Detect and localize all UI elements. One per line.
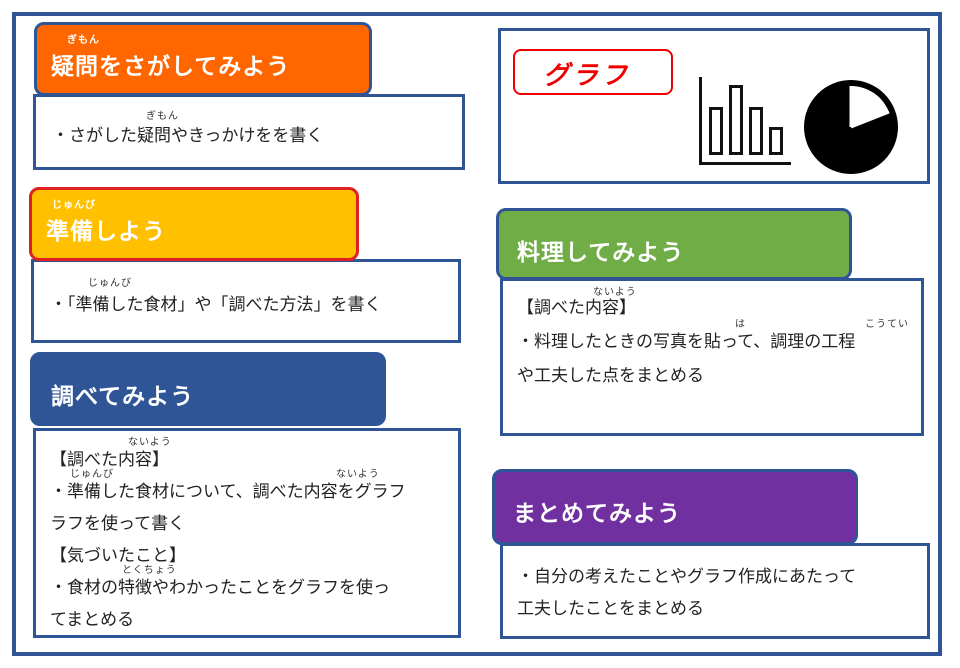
shirabe-body-box: ないよう 【調べた内容】 じゅんび ないよう ・準備した食材について、調べた内容… [33,428,461,638]
bar-chart-axis-y [699,77,702,165]
matome-line2: 工夫したことをまとめる [517,599,704,619]
junbi-title: 準備しよう [46,219,166,245]
junbi-body-box: じゅんび ・「準備した食材」や「調べた方法」を書く [31,259,461,343]
junbi-title-ruby: じゅんび [52,200,96,211]
bar-chart-icon [699,77,791,165]
junbi-body-ruby: じゅんび [88,278,132,289]
ryouri-line2-ruby: は [735,319,746,330]
matome-body-box: ・自分の考えたことやグラフ作成にあたって 工夫したことをまとめる [500,543,930,639]
bar-3 [749,107,763,155]
ryouri-line2: ・料理したときの写真を貼って、調理の工程 [517,332,856,352]
gimon-body-text: ・さがした疑問やきっかけをを書く [52,126,324,146]
ryouri-title: 料理してみよう [517,240,685,266]
bar-chart-axis-x [699,162,791,165]
gimon-body-ruby: ぎもん [146,111,179,122]
shirabe-line5-ruby: とくちょう [122,565,177,576]
shirabe-line2-ruby2: ないよう [336,469,380,480]
bar-4 [769,127,783,155]
gimon-title-ruby: ぎもん [67,35,100,46]
graph-label-text: グラフ [543,61,631,91]
bar-2 [729,85,743,155]
matome-line1: ・自分の考えたことやグラフ作成にあたって [517,567,857,587]
bar-1 [709,107,723,155]
junbi-body-text: ・「準備した食材」や「調べた方法」を書く [50,295,382,315]
shirabe-line2-ruby: じゅんび [70,469,114,480]
shirabe-line1: 【調べた内容】 [50,450,169,470]
pie-chart-icon [804,80,898,174]
ryouri-body-box: ないよう 【調べた内容】 は こうてい ・料理したときの写真を貼って、調理の工程… [500,278,924,436]
shirabe-header: 調べてみよう [30,352,386,426]
shirabe-title: 調べてみよう [51,384,195,410]
ryouri-line1: 【調べた内容】 [517,298,636,318]
shirabe-line3: ラフを使って書く [50,514,186,534]
shirabe-line6: てまとめる [50,610,135,630]
shirabe-line5: ・食材の特徴やわかったことをグラフを使っ [50,578,390,598]
shirabe-line2: ・準備した食材について、調べた内容をグラフ [50,482,406,502]
shirabe-line4: 【気づいたこと】 [50,546,186,566]
ryouri-line3: や工夫した点をまとめる [517,366,704,386]
ryouri-header: 料理してみよう [496,208,852,280]
gimon-title: 疑問をさがしてみよう [51,54,291,80]
ryouri-line1-ruby: ないよう [593,287,637,298]
graph-label: グラフ [513,49,673,95]
ryouri-line2-ruby2: こうてい [865,319,909,330]
matome-header: まとめてみよう [492,469,858,545]
junbi-header: じゅんび 準備しよう [29,187,359,261]
matome-title: まとめてみよう [513,501,681,527]
gimon-header: ぎもん 疑問をさがしてみよう [34,22,372,96]
graph-box: グラフ [498,28,930,184]
shirabe-line1-ruby: ないよう [128,437,172,448]
gimon-body-box: ぎもん ・さがした疑問やきっかけをを書く [33,94,465,170]
